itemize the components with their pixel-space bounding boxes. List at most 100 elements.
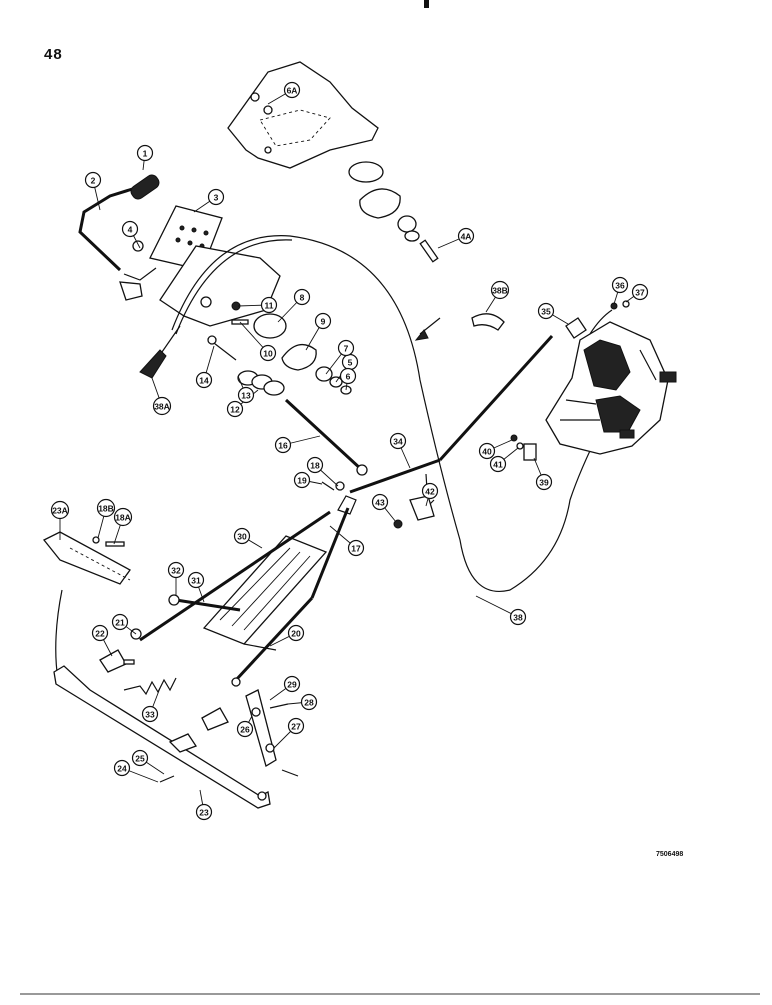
callout-circle	[421, 482, 439, 500]
callout-6: 6	[339, 367, 357, 391]
callout-28: 28	[287, 693, 318, 711]
pin-28a	[269, 703, 289, 709]
callout-label: 34	[393, 437, 403, 447]
pedal-frame	[53, 665, 271, 809]
callout-circle	[337, 339, 355, 357]
callout-circle	[187, 571, 205, 589]
pump-rod	[438, 334, 554, 462]
callout-label: 26	[240, 725, 250, 735]
callout-circle	[91, 624, 109, 642]
callout-circle	[233, 527, 251, 545]
callout-circle	[195, 371, 213, 389]
callout-23: 23	[195, 789, 213, 821]
callout-circle	[283, 675, 301, 693]
long-rod	[139, 510, 331, 642]
callout-label: 9	[321, 317, 326, 327]
callout-circle	[535, 473, 553, 491]
callout-label: 28	[304, 698, 314, 708]
callout-circle	[84, 171, 102, 189]
callout-label: 35	[541, 307, 551, 317]
callout-38b: 38B	[485, 280, 510, 313]
callout-label: 38A	[154, 402, 170, 412]
bracket-42	[409, 495, 435, 521]
callout-circle	[274, 436, 292, 454]
callout-label: 22	[95, 629, 105, 639]
callout-label: 38	[513, 613, 523, 623]
callout-10: 10	[239, 321, 277, 362]
callout-label: 14	[199, 376, 209, 386]
callout-31: 31	[187, 571, 205, 603]
callout-circle	[195, 803, 213, 821]
callout-circle	[293, 288, 311, 306]
callout-38: 38	[475, 595, 527, 626]
callout-label: 12	[230, 405, 240, 415]
callout-18b: 18B	[96, 498, 116, 539]
pin-28b	[281, 769, 299, 777]
callout-circle	[113, 507, 133, 527]
callout-label: 4A	[461, 232, 472, 242]
callout-label: 27	[291, 722, 301, 732]
callout-label: 1	[143, 149, 148, 159]
callout-18a: 18A	[113, 507, 133, 545]
callout-circle	[371, 493, 389, 511]
callout-4a: 4A	[437, 227, 475, 249]
callout-circle	[287, 624, 305, 642]
callout-label: 30	[237, 532, 247, 542]
callout-24: 24	[113, 759, 159, 783]
callout-label: 38B	[492, 286, 508, 296]
callout-circle	[283, 81, 301, 99]
callout-label: 37	[635, 288, 645, 298]
callout-circle	[113, 759, 131, 777]
callout-circle	[306, 456, 324, 474]
cover-discs	[253, 313, 352, 395]
bracket-23A	[42, 531, 131, 585]
callout-label: 17	[351, 544, 361, 554]
callout-label: 42	[425, 487, 435, 497]
cable-knob	[139, 325, 181, 379]
callout-circle	[314, 312, 332, 330]
callout-circle	[478, 442, 496, 460]
accelerator-pedal	[202, 535, 328, 651]
callout-8: 8	[277, 288, 311, 323]
callout-label: 4	[128, 225, 133, 235]
callout-label: 21	[115, 618, 125, 628]
callout-circle	[489, 455, 507, 473]
callout-label: 41	[493, 460, 503, 470]
callout-11: 11	[237, 296, 278, 314]
rubber-boot-upper	[348, 161, 439, 263]
spring-33	[123, 677, 177, 696]
injection-pump	[545, 321, 677, 455]
throttle-cable	[171, 235, 601, 592]
arrow-23A	[55, 589, 63, 681]
callout-19: 19	[293, 471, 323, 489]
callout-label: 18A	[115, 513, 131, 523]
callout-label: 23A	[52, 506, 68, 516]
callout-label: 43	[375, 498, 385, 508]
callout-37: 37	[625, 283, 649, 303]
callout-40: 40	[478, 439, 513, 460]
callout-layer: 12344A566A789101112131416171818A18B19202…	[50, 81, 649, 821]
callout-circle	[131, 749, 149, 767]
callout-circle	[141, 705, 159, 723]
callout-42: 42	[421, 482, 439, 507]
callout-label: 25	[135, 754, 145, 764]
callout-label: 7	[344, 344, 349, 354]
callout-label: 23	[199, 808, 209, 818]
callout-21: 21	[111, 613, 137, 635]
cable-sheath	[175, 239, 293, 335]
callout-circle	[259, 344, 277, 362]
figure-code: 7506498	[656, 851, 684, 858]
callout-circle	[121, 220, 139, 238]
callout-20: 20	[269, 624, 305, 647]
callout-27: 27	[273, 717, 305, 749]
rod-16-end	[356, 464, 368, 476]
callout-33: 33	[141, 687, 161, 723]
link-17-end	[337, 495, 357, 515]
callout-label: 3	[214, 193, 219, 203]
callout-circle	[50, 500, 70, 520]
callout-label: 18B	[98, 504, 114, 514]
clamp-39	[523, 443, 537, 461]
washer-32	[168, 594, 180, 606]
callout-18: 18	[306, 456, 339, 487]
